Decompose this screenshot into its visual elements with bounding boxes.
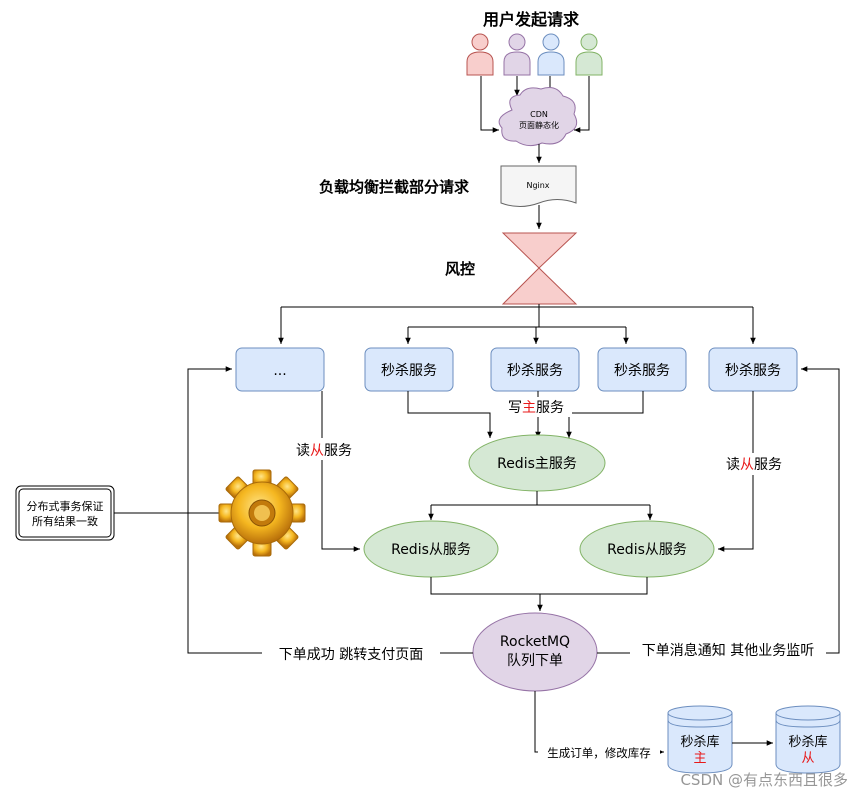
cdn-cloud: CDN 页面静态化 (498, 87, 578, 147)
redis-slave-label-1: Redis从服务 (391, 542, 471, 558)
create-order-arrow (534, 691, 664, 755)
user-to-cdn-arrow (480, 76, 499, 133)
order-notify-label: 下单消息通知 其他业务监听 (642, 642, 814, 659)
distributed-tx-line1: 分布式事务保证 (27, 499, 104, 513)
read-slave-right-label: 读从服务 (726, 456, 782, 473)
seckill-service-box-4[interactable]: 秒杀服务 (708, 347, 798, 392)
distribution-line (281, 304, 753, 308)
inner-distribution-line (408, 307, 626, 328)
db-slave-cylinder-body (775, 713, 841, 774)
gear-icon (218, 469, 306, 557)
user-to-cdn-arrow (574, 76, 590, 133)
rocketmq-label: RocketMQ (500, 634, 570, 650)
seckill-service-box-2[interactable]: 秒杀服务 (490, 347, 580, 392)
redis-master-node[interactable]: Redis主服务 (468, 434, 606, 492)
slaves-to-mq-line (430, 577, 648, 611)
ellipsis-service-box[interactable]: ... (235, 347, 325, 392)
order-success-label: 下单成功 跳转支付页面 (279, 647, 423, 663)
db-slave-label: 秒杀库 (788, 734, 827, 750)
redis-master-label: Redis主服务 (497, 456, 577, 472)
seckill-service-box-1[interactable]: 秒杀服务 (364, 347, 454, 392)
write-master-arrow (566, 391, 644, 438)
risk-control-label: 风控 (445, 260, 475, 278)
nginx-label: Nginx (526, 181, 549, 190)
seckill-service-label-3: 秒杀服务 (614, 363, 670, 379)
db-slave-role: 从 (801, 751, 814, 766)
write-master-label: 写主服务 (508, 400, 564, 416)
user-icon-red (466, 33, 494, 76)
master-to-slaves-line (431, 491, 650, 506)
seckill-service-box-3[interactable]: 秒杀服务 (597, 347, 687, 392)
watermark: CSDN @有点东西且很多 (680, 771, 848, 789)
user-icon-purple (503, 33, 531, 76)
user-icon-green (575, 33, 603, 76)
cdn-label: CDN (530, 110, 548, 119)
write-master-arrow (407, 391, 493, 438)
seckill-db-slave[interactable]: 秒杀库 从 (775, 705, 841, 774)
rocketmq-node[interactable]: RocketMQ 队列下单 (472, 612, 598, 692)
nginx-box: Nginx (500, 165, 577, 207)
create-order-label: 生成订单，修改库存 (547, 746, 651, 760)
distributed-transaction-box: 分布式事务保证 所有结果一致 (15, 485, 115, 541)
redis-slave-label-2: Redis从服务 (607, 542, 687, 558)
db-master-role: 主 (693, 751, 706, 766)
seckill-db-master[interactable]: 秒杀库 主 (667, 705, 733, 774)
rocketmq-sublabel: 队列下单 (507, 653, 563, 669)
redis-slave-node-1[interactable]: Redis从服务 (363, 520, 499, 578)
diagram-title: 用户发起请求 (483, 10, 580, 29)
read-slave-left-arrow (321, 391, 360, 552)
read-slave-right-arrow (718, 391, 754, 552)
db-master-label: 秒杀库 (680, 734, 719, 750)
user-icon-blue (537, 33, 565, 76)
seckill-service-label-1: 秒杀服务 (381, 363, 437, 379)
redis-slave-node-2[interactable]: Redis从服务 (579, 520, 715, 578)
distributed-tx-line2: 所有结果一致 (32, 514, 98, 528)
order-notify-arrow (597, 366, 840, 654)
load-balance-label: 负载均衡拦截部分请求 (319, 178, 470, 196)
seckill-service-label-2: 秒杀服务 (507, 363, 563, 379)
seckill-service-label-4: 秒杀服务 (725, 363, 781, 379)
read-slave-left-label: 读从服务 (296, 442, 352, 459)
ellipsis-service-label: ... (273, 363, 286, 379)
risk-control-hourglass (501, 232, 578, 305)
cdn-sublabel: 页面静态化 (519, 120, 559, 130)
